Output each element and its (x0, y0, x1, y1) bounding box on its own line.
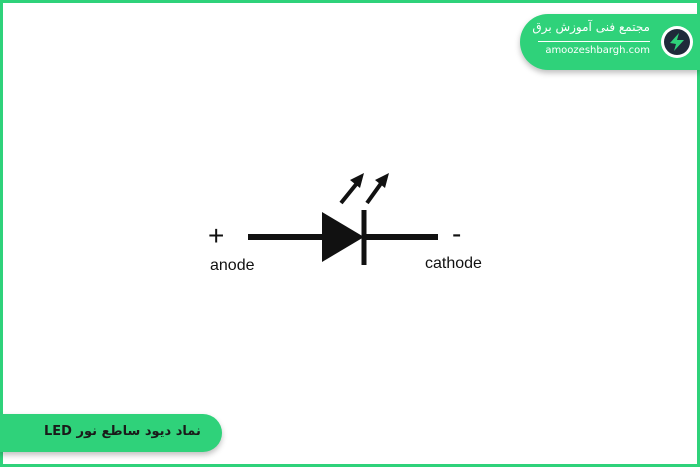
lightning-bolt-icon (661, 26, 693, 58)
light-arrow-1 (339, 180, 360, 205)
light-arrow-1-head (350, 173, 364, 188)
caption-banner: نماد دیود ساطع نور LED (0, 414, 222, 452)
brand-divider (538, 41, 650, 42)
led-diode-symbol (248, 173, 438, 265)
cathode-minus-sign: - (452, 218, 462, 249)
cathode-label: cathode (425, 255, 482, 272)
light-arrow-2 (365, 180, 384, 205)
anode-plus-sign: + (208, 220, 225, 251)
diode-triangle (322, 212, 364, 262)
caption-text: نماد دیود ساطع نور LED (44, 424, 201, 439)
light-arrow-2-head (375, 173, 389, 188)
anode-label: anode (210, 257, 255, 274)
brand-title: مجتمع فنی آموزش برق (532, 20, 650, 34)
brand-url[interactable]: amoozeshbargh.com (545, 45, 650, 56)
brand-badge[interactable]: مجتمع فنی آموزش برق amoozeshbargh.com (520, 14, 700, 70)
